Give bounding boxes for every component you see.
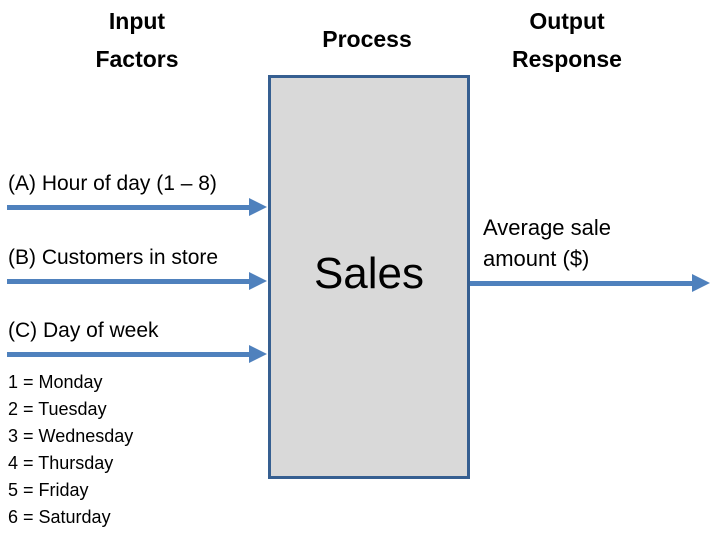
- input-factor-c-label: (C) Day of week: [8, 319, 159, 342]
- arrowhead-right-icon: [249, 198, 267, 216]
- day-legend-item: 2 = Tuesday: [8, 399, 107, 419]
- input-arrow-a: [7, 198, 267, 216]
- output-response-header-line2: Response: [512, 46, 622, 72]
- input-factors-header-line1: Input: [108, 8, 166, 34]
- arrow-line: [470, 280, 692, 286]
- process-header-line1: Process: [322, 26, 412, 52]
- input-arrow-b: [7, 272, 267, 290]
- process-box: Sales: [268, 75, 470, 479]
- arrowhead-right-icon: [249, 272, 267, 290]
- output-response-header: Output Response: [467, 2, 667, 78]
- day-legend-item: 5 = Friday: [8, 480, 89, 500]
- day-legend-item: 3 = Wednesday: [8, 426, 134, 446]
- arrow-line: [7, 204, 249, 210]
- arrow-line: [7, 278, 249, 284]
- day-legend-item: 6 = Saturday: [8, 507, 111, 527]
- day-legend-item: 1 = Monday: [8, 372, 103, 392]
- process-header: Process: [267, 20, 467, 58]
- input-factors-header-line2: Factors: [95, 46, 179, 72]
- output-response-header-line1: Output: [529, 8, 605, 34]
- input-factors-header: Input Factors: [37, 2, 237, 78]
- day-of-week-legend: 1 = Monday 2 = Tuesday 3 = Wednesday 4 =…: [8, 369, 133, 531]
- day-legend-item: 4 = Thursday: [8, 453, 114, 473]
- arrowhead-right-icon: [249, 345, 267, 363]
- arrow-line: [7, 351, 249, 357]
- process-box-label: Sales: [313, 249, 425, 298]
- input-arrow-c: [7, 345, 267, 363]
- input-factor-b-label: (B) Customers in store: [8, 246, 219, 269]
- arrowhead-right-icon: [692, 274, 710, 292]
- input-factor-a-label: (A) Hour of day (1 – 8): [8, 172, 217, 195]
- output-label: Average sale amount ($): [483, 215, 612, 271]
- output-arrow: [470, 274, 710, 292]
